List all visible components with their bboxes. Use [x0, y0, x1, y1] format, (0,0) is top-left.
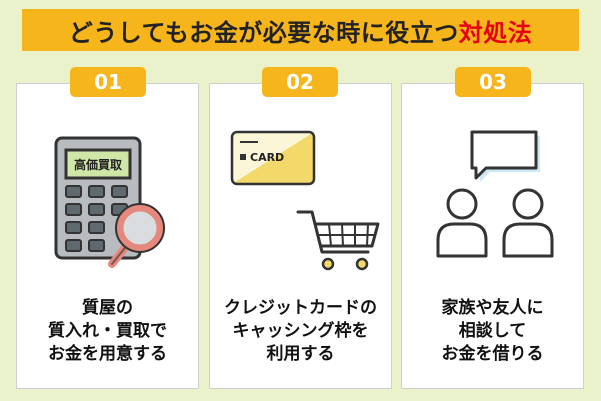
- card-3-text: 家族や友人に 相談して お金を借りる: [402, 297, 583, 366]
- title-main: どうしてもお金が必要な時に役立つ: [68, 18, 459, 47]
- card-3-line-2: 相談して: [458, 321, 527, 341]
- card-1-line-1: 質屋の: [82, 298, 133, 318]
- card-1-line-3: お金を用意する: [48, 344, 167, 364]
- card-label: CARD: [250, 151, 284, 164]
- card-2-line-3: 利用する: [266, 344, 335, 364]
- card-2-line-2: キャッシング枠を: [232, 321, 369, 341]
- people-chat-icon: [436, 130, 554, 258]
- card-2-text: クレジットカードの キャッシング枠を 利用する: [210, 297, 391, 366]
- card-3-number-badge: 03: [455, 67, 531, 97]
- credit-card-cart-icon: CARD: [230, 130, 380, 271]
- calculator-magnifier-icon: 高価買取: [54, 136, 165, 268]
- card-3-line-3: お金を借りる: [441, 344, 544, 364]
- card-1-line-2: 質入れ・買取で: [48, 321, 167, 341]
- card-2: CARD クレジットカードの キャッシング枠を 利用する: [209, 83, 392, 389]
- card-1-number-badge: 01: [70, 67, 146, 97]
- calculator-sign: 高価買取: [74, 157, 122, 172]
- card-1-text: 質屋の 質入れ・買取で お金を用意する: [17, 297, 198, 366]
- card-2-line-1: クレジットカードの: [224, 298, 377, 318]
- card-3-line-1: 家族や友人に: [441, 298, 544, 318]
- card-3: 家族や友人に 相談して お金を借りる: [401, 83, 584, 389]
- page-title: どうしてもお金が必要な時に役立つ対処法: [22, 9, 579, 51]
- card-2-number-badge: 02: [262, 67, 338, 97]
- card-1: 高価買取 質屋の 質入れ・買取で お金を用意する: [16, 83, 199, 389]
- title-accent: 対処法: [458, 18, 533, 47]
